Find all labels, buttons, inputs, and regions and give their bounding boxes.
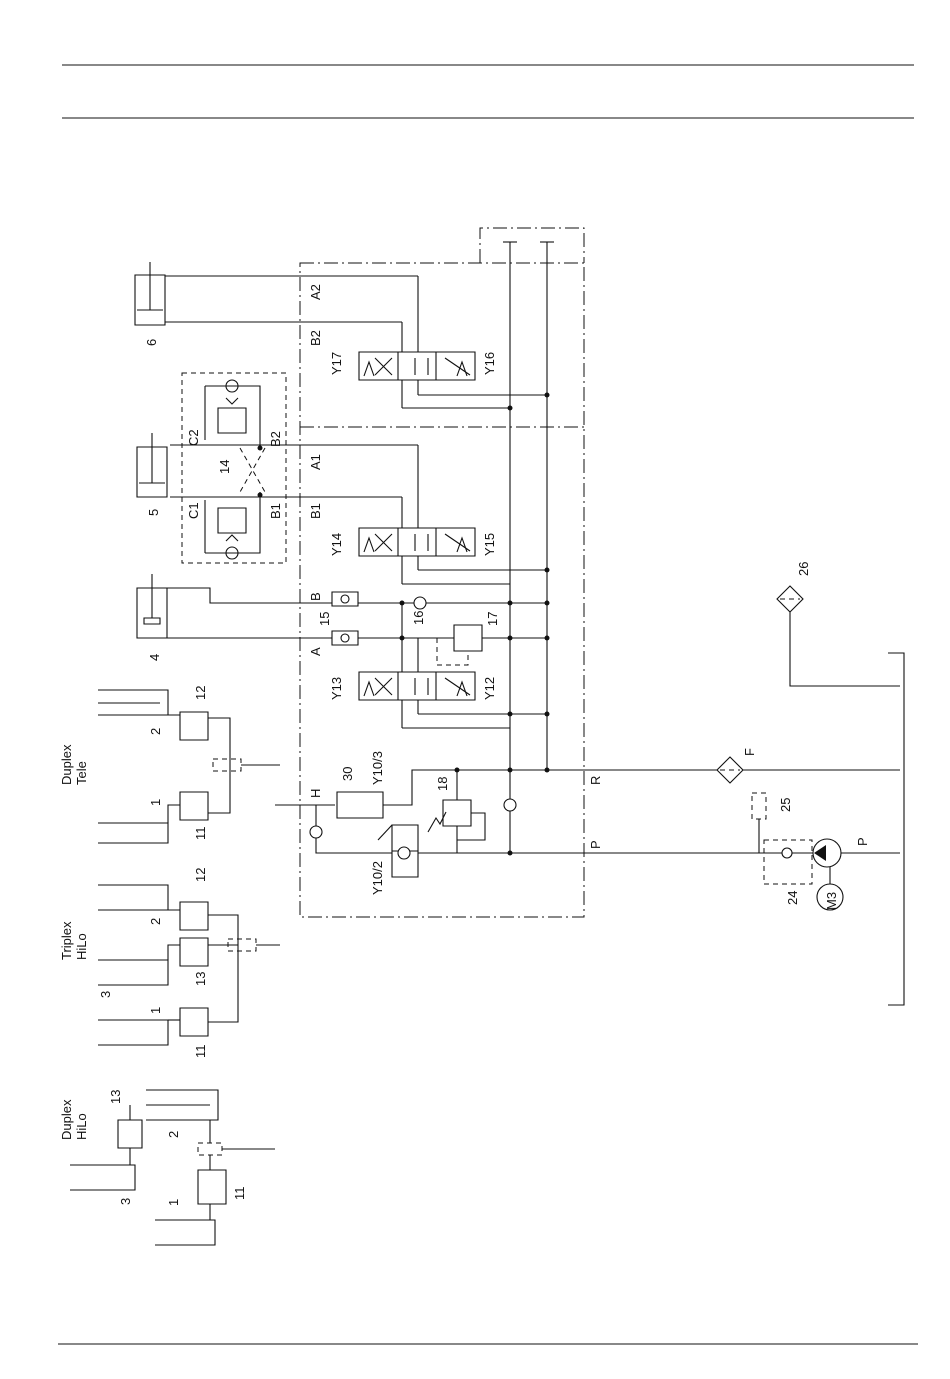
label-cylinder-5: 5 <box>146 509 161 516</box>
label-tr-11: 11 <box>193 1045 208 1059</box>
cylinder-5 <box>137 433 167 497</box>
label-cylinder-4: 4 <box>147 654 162 661</box>
label-y10-2: Y10/2 <box>370 861 385 895</box>
tank <box>888 653 904 1005</box>
relief-valve-17 <box>437 625 482 665</box>
label-b2: B2 <box>308 330 323 346</box>
title-triplex-hilo-1: Triplex <box>59 921 74 960</box>
load-holding-valve-14 <box>170 373 300 563</box>
label-b2-valve: B2 <box>268 431 283 447</box>
label-dh-11: 11 <box>232 1187 247 1201</box>
breather-filter-26 <box>777 586 900 686</box>
label-tr-2: 2 <box>148 918 163 925</box>
label-h: H <box>308 789 323 798</box>
check-valves-15-16 <box>332 592 550 645</box>
title-triplex-hilo-2: HiLo <box>74 933 89 960</box>
label-15: 15 <box>317 612 332 626</box>
directional-valve-y17-y16 <box>359 276 550 411</box>
label-dh-13: 13 <box>108 1090 123 1104</box>
duplex-tele-circuit <box>98 690 280 843</box>
label-cylinder-6: 6 <box>144 339 159 346</box>
label-a: A <box>308 647 323 656</box>
label-dt-2: 2 <box>148 728 163 735</box>
label-tr-3: 3 <box>98 991 113 998</box>
title-duplex-tele-2: Tele <box>74 761 89 785</box>
label-dt-11: 11 <box>193 827 208 841</box>
cylinder-4 <box>137 574 332 638</box>
label-y15: Y15 <box>482 533 497 556</box>
return-filter-f <box>717 757 743 783</box>
label-17: 17 <box>485 612 500 626</box>
cylinder-6 <box>135 262 418 325</box>
duplex-hilo-circuit <box>70 1090 275 1245</box>
label-tr-12: 12 <box>193 868 208 882</box>
label-y10-3: Y10/3 <box>370 751 385 785</box>
label-dt-1: 1 <box>148 799 163 806</box>
label-m3: M3 <box>824 892 839 910</box>
label-p-block: P <box>588 840 603 849</box>
label-y17: Y17 <box>329 352 344 375</box>
label-a2: A2 <box>308 284 323 300</box>
label-dh-1: 1 <box>166 1199 181 1206</box>
label-24: 24 <box>785 891 800 905</box>
directional-valve-y14-y15 <box>300 445 550 584</box>
label-30: 30 <box>340 767 355 781</box>
label-r: R <box>588 776 603 785</box>
label-tr-13: 13 <box>193 972 208 986</box>
label-dt-12: 12 <box>193 686 208 700</box>
label-f: F <box>742 748 757 756</box>
label-y14: Y14 <box>329 533 344 556</box>
label-c1: C1 <box>186 502 201 519</box>
label-tr-1: 1 <box>148 1007 163 1014</box>
label-y12: Y12 <box>482 677 497 700</box>
label-y16: Y16 <box>482 352 497 375</box>
label-b1: B1 <box>308 503 323 519</box>
label-26: 26 <box>796 562 811 576</box>
label-16: 16 <box>411 611 426 625</box>
label-25: 25 <box>778 798 793 812</box>
label-14: 14 <box>217 460 232 474</box>
label-b: B <box>308 592 323 601</box>
label-dh-3: 3 <box>118 1198 133 1205</box>
label-18: 18 <box>435 777 450 791</box>
title-duplex-hilo-2: HiLo <box>74 1113 89 1140</box>
label-p-pump: P <box>855 837 870 846</box>
block-top-port-outline <box>480 228 584 263</box>
title-duplex-tele-1: Duplex <box>59 744 74 785</box>
pump-unit <box>584 793 900 910</box>
label-a1: A1 <box>308 454 323 470</box>
directional-valve-y13-y12 <box>359 603 550 728</box>
label-c2: C2 <box>186 429 201 446</box>
label-b1-valve: B1 <box>268 503 283 519</box>
triplex-hilo-circuit <box>98 885 280 1045</box>
label-y13: Y13 <box>329 677 344 700</box>
title-duplex-hilo-1: Duplex <box>59 1099 74 1140</box>
label-dh-2: 2 <box>166 1131 181 1138</box>
